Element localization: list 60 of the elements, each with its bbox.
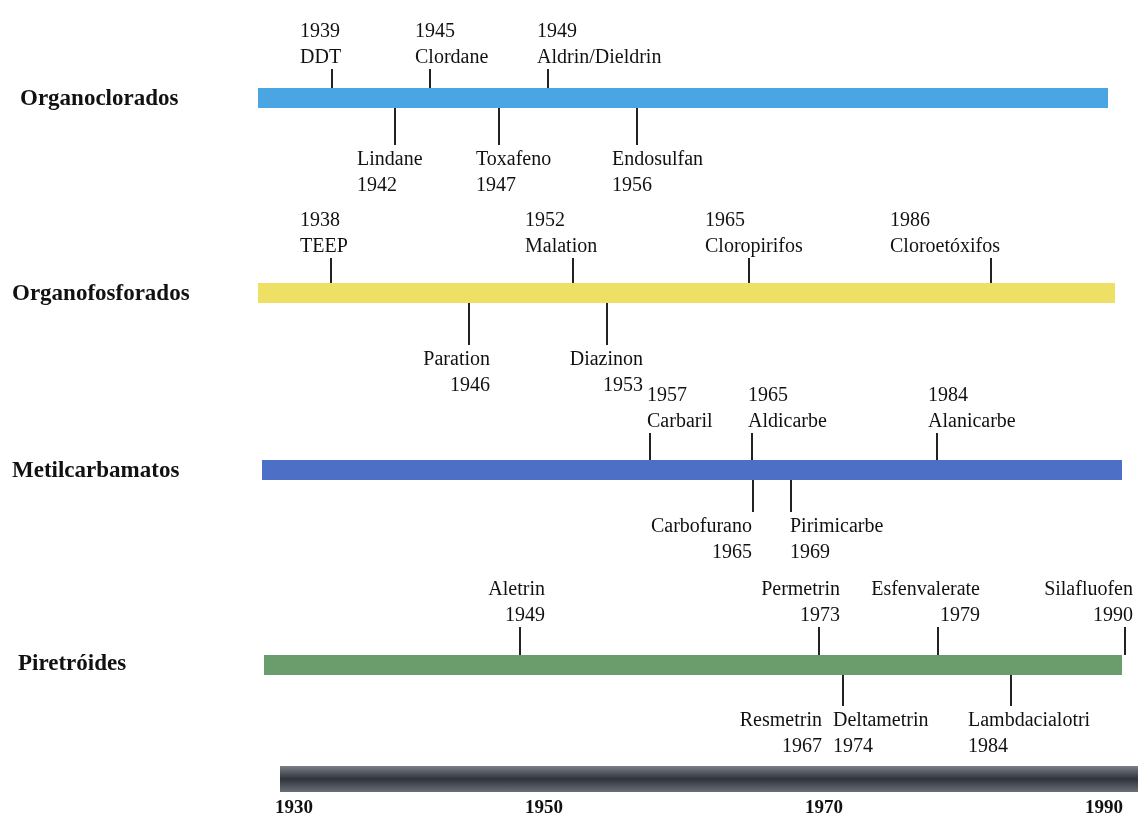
timeline-entry-label: Diazinon 1953 <box>569 345 643 397</box>
timeline-entry-label: Endosulfan 1956 <box>612 145 704 197</box>
axis-year-label: 1930 <box>275 796 313 818</box>
axis-year-label: 1950 <box>525 796 563 818</box>
timeline-entry-label: Toxafeno 1947 <box>476 145 552 197</box>
timeline-entry-label: 1939 DDT <box>300 17 342 69</box>
leader-line <box>429 68 431 89</box>
row-heading: Organoclorados <box>20 85 179 111</box>
timeline-entry-label: Permetrin 1973 <box>761 575 840 627</box>
leader-line <box>842 674 844 707</box>
leader-line <box>1010 674 1012 707</box>
timeline-entry-label: 1957 Carbaril <box>647 381 713 433</box>
timeline-entry-label: Carbofurano 1965 <box>650 512 752 564</box>
timeline-entry-label: 1984 Alanicarbe <box>928 381 1016 433</box>
timeline-entry-label: 1986 Cloroetóxifos <box>890 206 1000 258</box>
timeline-entry-label: Resmetrin 1967 <box>739 706 822 758</box>
row-heading: Metilcarbamatos <box>12 457 180 483</box>
leader-line <box>498 107 500 146</box>
leader-line <box>936 432 938 461</box>
leader-line <box>752 479 754 513</box>
axis-year-label: 1990 <box>1085 796 1123 818</box>
axis-year-label: 1970 <box>805 796 843 818</box>
leader-line <box>937 626 939 656</box>
timeline-entry-label: Lindane 1942 <box>357 145 423 197</box>
leader-line <box>468 302 470 346</box>
timeline-entry-label: Deltametrin 1974 <box>833 706 929 758</box>
timeline-entry-label: Pirimicarbe 1969 <box>790 512 884 564</box>
timeline-entry-label: Esfenvalerate 1979 <box>871 575 980 627</box>
leader-line <box>818 626 820 656</box>
timeline-bar <box>258 283 1115 303</box>
leader-line <box>606 302 608 346</box>
timeline-entry-label: 1949 Aldrin/Dieldrin <box>537 17 662 69</box>
timeline-entry-label: Paration 1946 <box>423 345 490 397</box>
timeline-bar <box>264 655 1122 675</box>
timeline-entry-label: 1938 TEEP <box>300 206 348 258</box>
leader-line <box>394 107 396 146</box>
timeline-bar <box>258 88 1108 108</box>
timeline-bar <box>262 460 1122 480</box>
timeline-entry-label: Silafluofen 1990 <box>1044 575 1133 627</box>
timeline-entry-label: 1965 Cloropirifos <box>705 206 803 258</box>
leader-line <box>1124 626 1126 656</box>
row-heading: Piretróides <box>18 650 127 676</box>
leader-line <box>649 432 651 461</box>
leader-line <box>751 432 753 461</box>
leader-line <box>572 257 574 284</box>
leader-line <box>748 257 750 284</box>
leader-line <box>790 479 792 513</box>
timeline-entry-label: Lambdacialotri 1984 <box>968 706 1091 758</box>
leader-line <box>636 107 638 146</box>
leader-line <box>330 257 332 284</box>
time-axis-bar <box>280 766 1138 792</box>
timeline-entry-label: Aletrin 1949 <box>488 575 545 627</box>
leader-line <box>990 257 992 284</box>
leader-line <box>519 626 521 656</box>
leader-line <box>331 68 333 89</box>
timeline-entry-label: 1965 Aldicarbe <box>748 381 827 433</box>
row-heading: Organofosforados <box>12 280 190 306</box>
timeline-entry-label: 1952 Malation <box>525 206 598 258</box>
timeline-entry-label: 1945 Clordane <box>415 17 489 69</box>
leader-line <box>547 68 549 89</box>
